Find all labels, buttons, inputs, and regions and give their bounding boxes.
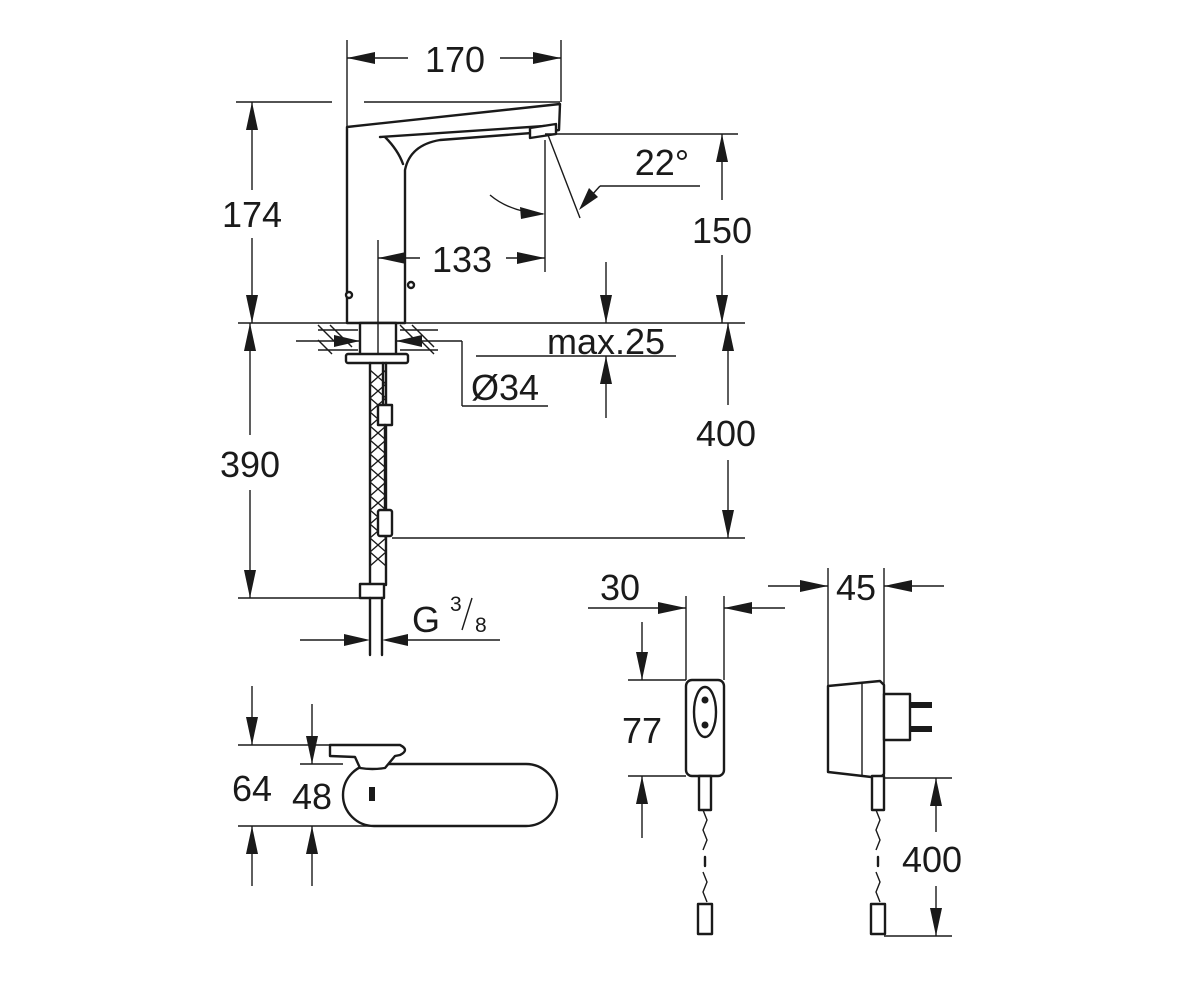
adapter-width-label: 30 xyxy=(600,567,640,608)
top-view-spout xyxy=(328,743,407,771)
thread-label: G xyxy=(412,599,440,640)
dimension-top-body: 48 xyxy=(292,704,343,886)
dimension-angle: 22° xyxy=(489,134,700,219)
hose-length-label: 390 xyxy=(220,444,280,485)
faucet-top-view xyxy=(328,743,559,828)
adapter-depth-label: 45 xyxy=(836,567,876,608)
dimension-max-thickness: max.25 xyxy=(476,262,676,418)
dimension-adapter-depth: 45 xyxy=(768,567,944,686)
adapter-front-view xyxy=(684,678,726,936)
socket-outline xyxy=(692,685,718,739)
reach-label: 133 xyxy=(432,239,492,280)
cable-connector xyxy=(376,508,394,538)
thread-denominator: 8 xyxy=(475,614,487,637)
sensor-window xyxy=(369,787,375,801)
dimension-reach: 133 xyxy=(377,140,546,323)
height-label: 174 xyxy=(222,194,282,235)
dimension-adapter-width: 30 xyxy=(588,567,785,680)
thread-numerator: 3 xyxy=(450,593,462,616)
dimension-cable-length: 400 xyxy=(392,323,756,539)
top-view-body xyxy=(341,762,559,828)
dimension-outlet-height: 150 xyxy=(545,133,752,323)
mounting-nut xyxy=(344,352,410,365)
top-total-label: 64 xyxy=(232,768,272,809)
adapter-cable-label: 400 xyxy=(902,839,962,880)
adapter-height-label: 77 xyxy=(622,710,662,751)
top-body-label: 48 xyxy=(292,776,332,817)
dimension-height-spout: 174 xyxy=(222,101,560,323)
hole-diameter-label: Ø34 xyxy=(471,367,539,408)
dimension-adapter-height: 77 xyxy=(622,622,686,838)
angle-label: 22° xyxy=(635,142,689,183)
adapter-side-connector xyxy=(869,902,887,936)
dimension-thread: G 3 8 xyxy=(300,593,500,646)
max-thickness-label: max.25 xyxy=(547,321,665,362)
dimension-hole-diameter: Ø34 xyxy=(296,335,548,408)
plug-pin-bottom xyxy=(910,726,932,732)
width-label: 170 xyxy=(425,39,485,80)
plug-pin-top xyxy=(910,702,932,708)
dimension-hose-length: 390 xyxy=(220,323,362,599)
countertop-hatch-right xyxy=(399,324,438,355)
dimension-width: 170 xyxy=(346,39,562,126)
cable-length-label: 400 xyxy=(696,413,756,454)
adapter-side-body xyxy=(826,679,886,780)
adapter-front-connector xyxy=(696,902,714,936)
hose-fitting xyxy=(358,582,386,600)
adapter-side-view xyxy=(826,679,932,936)
dimension-adapter-cable: 400 xyxy=(884,777,962,937)
outlet-height-label: 150 xyxy=(692,210,752,251)
